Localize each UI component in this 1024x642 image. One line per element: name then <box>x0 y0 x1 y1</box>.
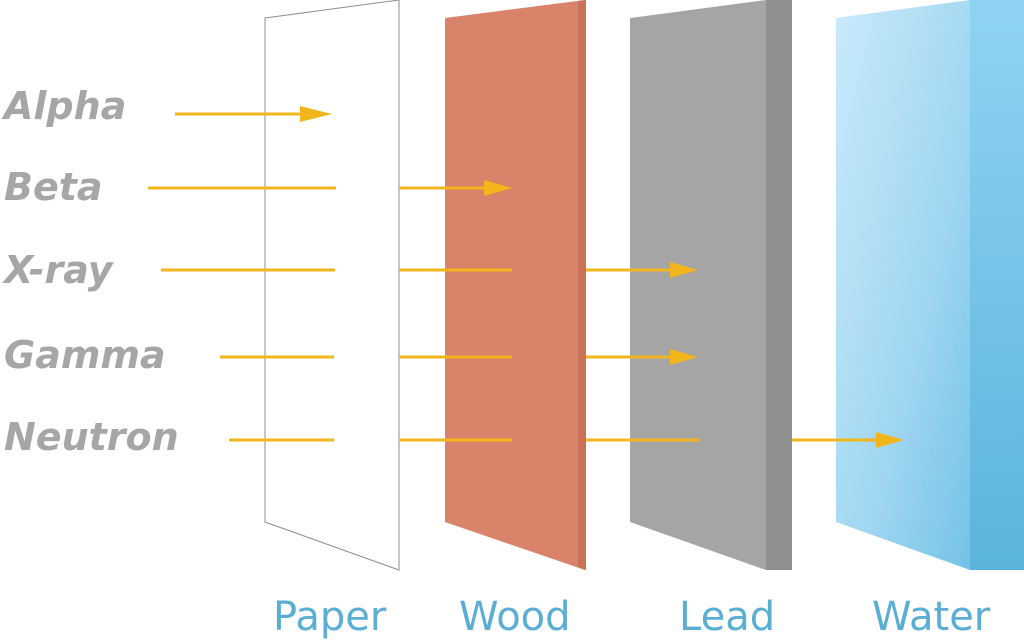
ray-beta <box>148 180 512 196</box>
label-lead: Lead <box>679 594 775 640</box>
panel-lead <box>630 0 792 570</box>
panel-water <box>836 0 1024 570</box>
label-paper: Paper <box>273 594 387 640</box>
ray-xray <box>161 262 698 278</box>
panel-paper <box>264 0 400 571</box>
label-water: Water <box>872 594 991 640</box>
label-alpha: Alpha <box>1 84 126 128</box>
panel-wood <box>445 0 586 570</box>
label-beta: Beta <box>4 165 103 209</box>
ray-alpha <box>175 106 332 122</box>
label-wood: Wood <box>459 594 571 640</box>
label-xray: X-ray <box>2 248 115 292</box>
ray-neutron <box>229 432 904 448</box>
ray-gamma <box>220 349 698 365</box>
label-gamma: Gamma <box>4 333 166 377</box>
label-neutron: Neutron <box>4 415 179 459</box>
